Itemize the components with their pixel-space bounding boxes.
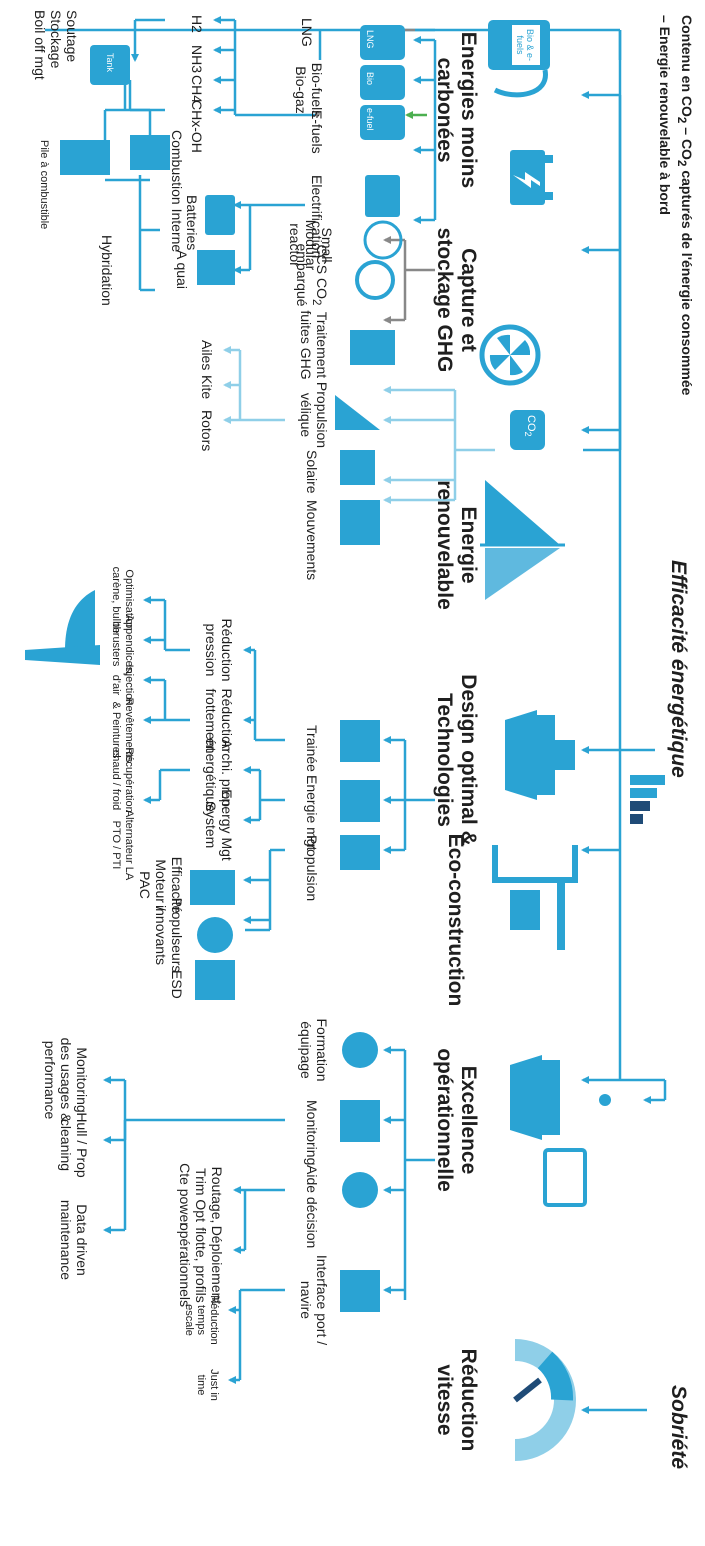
propeller-icon: [197, 917, 233, 953]
sail-small-icon: [335, 395, 380, 430]
nh3-label: NH3: [189, 45, 205, 74]
lng-label: LNG: [299, 18, 315, 47]
batteries-label: Batteries: [184, 195, 200, 251]
ch4-label: CH4: [189, 75, 205, 104]
battery-icon: [510, 150, 553, 205]
crew-cap-icon: [342, 1032, 378, 1068]
efuel-can-icon: [360, 105, 405, 140]
a-quai-icon: [197, 250, 235, 285]
a-quai-label: A quai: [174, 250, 190, 289]
eco-title: Eco-construction: [444, 833, 467, 1007]
wave-ship-icon: [340, 500, 380, 545]
efuel-can-label: e-fuel: [365, 108, 375, 131]
sail-icon: [480, 480, 565, 600]
pile-label: Pile à combustible: [38, 140, 50, 230]
thruster-icon: [25, 645, 100, 665]
esd-label: ESD: [169, 970, 185, 999]
lng-can-label: LNG: [365, 30, 375, 49]
hull-bulb-icon: [65, 590, 95, 650]
engine-efficiency-icon: [190, 870, 235, 905]
tank-icon-label: Tank: [105, 53, 115, 73]
fuel-pump-icon: [488, 20, 550, 98]
bio-can-label: Bio: [365, 72, 375, 86]
propulsion-label: Propulsion: [304, 835, 320, 902]
h2-label: H2: [189, 15, 205, 33]
solar-panel-icon: [340, 450, 375, 485]
fuel-cell-icon: [60, 140, 110, 175]
tank-icon: [90, 45, 130, 85]
kite-label: Kite: [199, 375, 215, 400]
mouvements-label: Mouvements: [304, 500, 320, 581]
combustion-label: Combustion Interne: [169, 130, 185, 253]
monitoring-label: Monitoring: [304, 1100, 320, 1166]
ccs-icon: [355, 260, 395, 300]
co2-badge: CO2: [522, 415, 537, 437]
lng-can-icon: [360, 25, 405, 60]
efficacite-title: Efficacité énergétique: [667, 560, 690, 778]
ops-ship-icon: [510, 1055, 611, 1207]
bio-can-icon: [360, 65, 405, 100]
header-title-line1: Contenu en CO2 – CO2 capturés de l'énerg…: [675, 15, 695, 396]
energy-ship-icon: [340, 780, 380, 822]
efuels-label: E-fuels: [309, 110, 325, 154]
bio-efuels-icon-label: Bio & e-fuels: [514, 28, 535, 62]
batteries-icon: [205, 195, 235, 235]
atom-icon: [363, 220, 403, 260]
shipyard-icon: [492, 845, 578, 950]
chx-label: CHx-OH: [189, 100, 205, 153]
speed-gauge-icon: [513, 1339, 576, 1461]
ailes-label: Ailes: [199, 340, 215, 371]
monitoring-screen-icon: [340, 1100, 380, 1142]
esd-icon: [195, 960, 235, 1000]
design-title: Design optimal &Technologies: [432, 674, 480, 846]
brain-gear-icon: [342, 1172, 378, 1208]
trainee-label: Trainée: [304, 725, 320, 772]
port-crane-icon: [340, 1270, 380, 1312]
co2-capture-icon: [479, 324, 545, 450]
header-title-line2: – Energie renouvelable à bord: [657, 15, 673, 215]
rotors-label: Rotors: [199, 410, 215, 452]
electrification-icon: [365, 175, 400, 217]
propulsion-engine-icon: [340, 835, 380, 870]
treatment-icon: [350, 330, 395, 365]
solaire-label: Solaire: [304, 450, 320, 494]
trainee-ship-icon: [340, 720, 380, 762]
aide-decision-label: Aide décision: [304, 1165, 320, 1249]
hybridation-label: Hybridation: [99, 235, 115, 306]
ship-icon: [505, 710, 575, 800]
energy-bars-icon: [630, 775, 665, 824]
engine-icon: [130, 135, 170, 170]
sobriete-title: Sobriété: [667, 1385, 690, 1470]
interface-label: Interface port /navire: [297, 1254, 330, 1346]
